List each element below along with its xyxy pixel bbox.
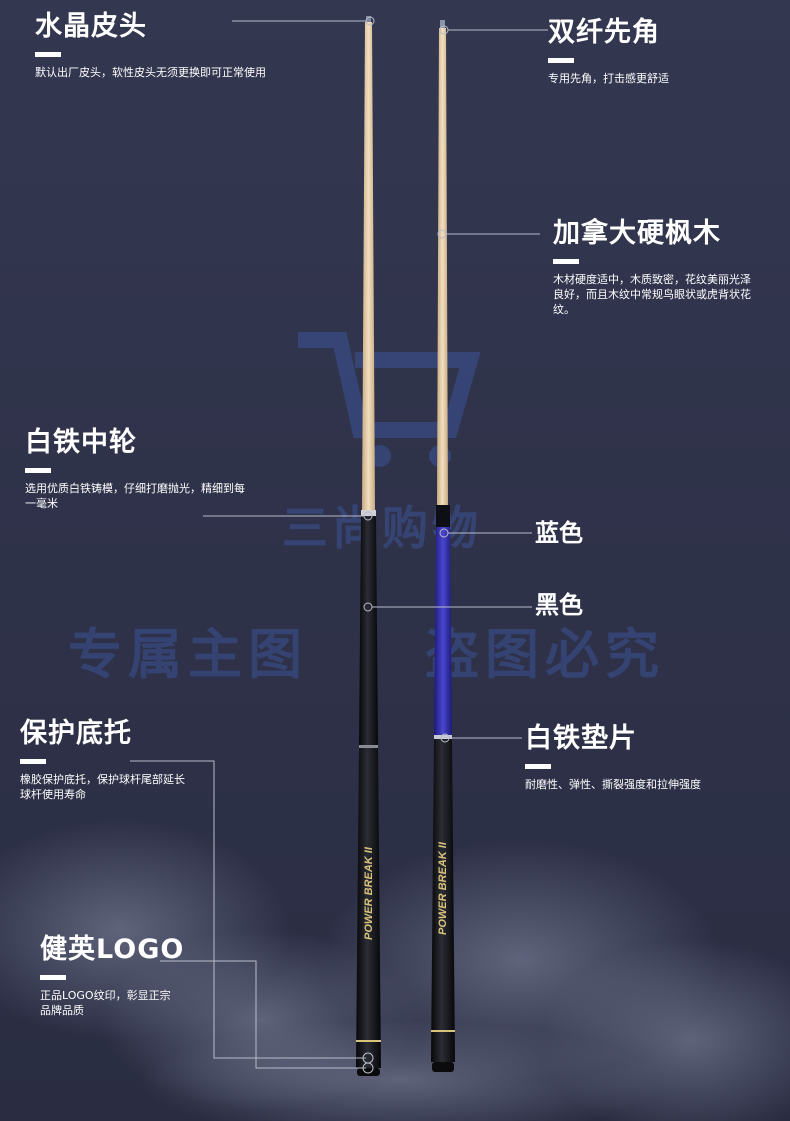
feature-tip-title: 水晶皮头 bbox=[35, 11, 147, 42]
right-cue bbox=[431, 20, 455, 1072]
feature-joint-bar bbox=[25, 468, 51, 473]
feature-tip: 水晶皮头 默认出厂皮头，软性皮头无须更换即可正常使用 bbox=[35, 10, 335, 80]
feature-joint: 白铁中轮 选用优质白铁铸模，仔细打磨抛光，精细到每一毫米 bbox=[25, 426, 255, 511]
right-cue-logo: POWER BREAK II bbox=[437, 841, 449, 935]
feature-joint-desc: 选用优质白铁铸模，仔细打磨抛光，精细到每一毫米 bbox=[25, 482, 245, 510]
feature-maple-desc: 木材硬度适中，木质致密，花纹美丽光泽良好，而且木纹中常规鸟眼状或虎背状花纹。 bbox=[553, 273, 751, 316]
color-black-label: 黑色 bbox=[535, 591, 583, 619]
feature-bumper-bar bbox=[20, 759, 46, 764]
feature-ferrule: 双纤先角 专用先角，打击感更舒适 bbox=[548, 16, 778, 86]
left-cue-logo: POWER BREAK II bbox=[363, 846, 375, 940]
feature-ferrule-title: 双纤先角 bbox=[548, 17, 660, 48]
feature-washer-desc: 耐磨性、弹性、撕裂强度和拉伸强度 bbox=[525, 778, 701, 791]
feature-ferrule-desc: 专用先角，打击感更舒适 bbox=[548, 72, 669, 85]
feature-maple-bar bbox=[553, 259, 579, 264]
feature-washer-title: 白铁垫片 bbox=[525, 723, 637, 754]
feature-bumper-desc: 橡胶保护底托，保护球杆尾部延长球杆使用寿命 bbox=[20, 773, 185, 801]
feature-bumper-title: 保护底托 bbox=[20, 718, 132, 749]
feature-bumper: 保护底托 橡胶保护底托，保护球杆尾部延长球杆使用寿命 bbox=[20, 717, 190, 802]
watermark-line3: 盗图必究 bbox=[425, 623, 665, 686]
feature-logo-bar bbox=[40, 975, 66, 980]
feature-tip-bar bbox=[35, 52, 61, 57]
feature-washer: 白铁垫片 耐磨性、弹性、撕裂强度和拉伸强度 bbox=[525, 722, 765, 792]
feature-logo: 健英LOGO 正品LOGO纹印，彰显正宗品牌品质 bbox=[40, 933, 185, 1018]
feature-ferrule-bar bbox=[548, 58, 574, 63]
feature-washer-bar bbox=[525, 764, 551, 769]
feature-joint-title: 白铁中轮 bbox=[25, 427, 137, 458]
left-cue bbox=[356, 16, 381, 1076]
feature-logo-desc: 正品LOGO纹印，彰显正宗品牌品质 bbox=[40, 989, 171, 1017]
feature-maple: 加拿大硬枫木 木材硬度适中，木质致密，花纹美丽光泽良好，而且木纹中常规鸟眼状或虎… bbox=[553, 217, 753, 317]
feature-tip-desc: 默认出厂皮头，软性皮头无须更换即可正常使用 bbox=[35, 66, 266, 79]
watermark-line2: 专属主图 bbox=[68, 623, 308, 686]
color-blue-label: 蓝色 bbox=[535, 519, 583, 547]
feature-logo-title: 健英LOGO bbox=[40, 934, 185, 965]
feature-maple-title: 加拿大硬枫木 bbox=[553, 218, 721, 249]
